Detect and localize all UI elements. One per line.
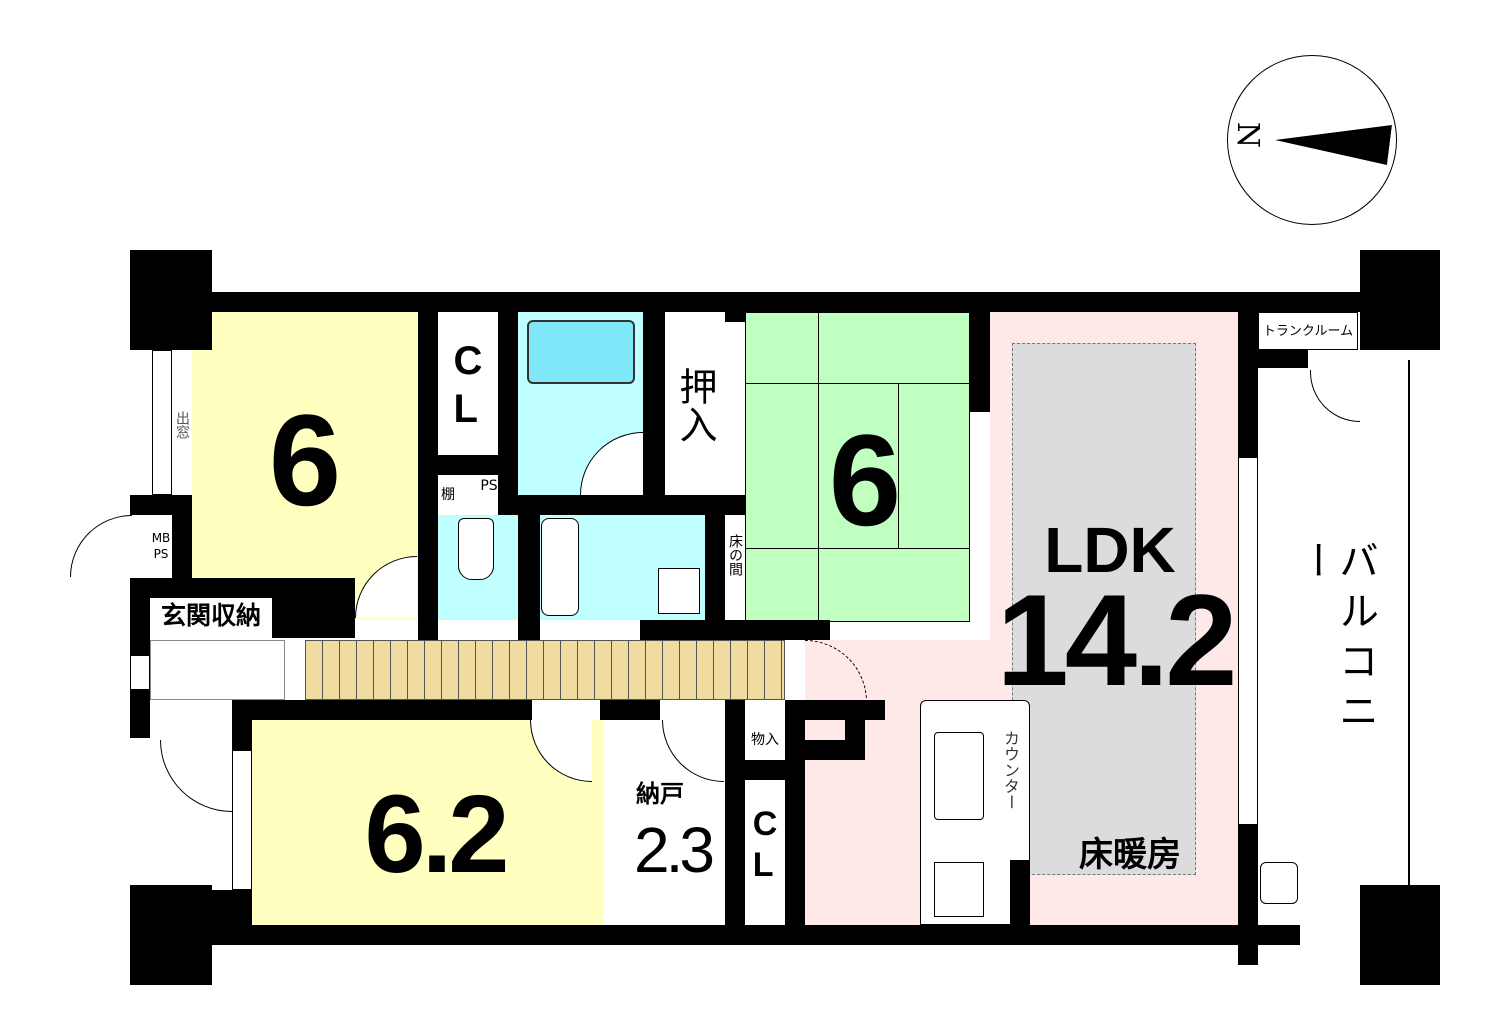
wall	[643, 312, 665, 495]
trunk-room-label: トランクルーム	[1262, 323, 1354, 339]
wall	[785, 700, 805, 925]
window	[1238, 457, 1258, 825]
wall	[640, 620, 830, 640]
bay-window	[152, 350, 172, 495]
ps-label: PS	[480, 478, 498, 494]
western-room-2-size: 6.2	[364, 773, 510, 896]
ps-space	[478, 475, 500, 497]
japanese-room-size: 6	[828, 407, 902, 553]
compass	[1227, 55, 1397, 225]
floor-heating-area	[1012, 343, 1196, 875]
mbps-line2: PS	[153, 547, 169, 561]
stove	[934, 862, 984, 917]
wash-basin	[541, 518, 579, 616]
wall	[725, 312, 745, 322]
wall	[725, 700, 745, 925]
japanese-room	[745, 312, 970, 622]
wall	[172, 515, 192, 578]
bay-window-label: 出窓	[174, 411, 190, 439]
entrance-door[interactable]	[160, 740, 232, 812]
wall	[438, 455, 518, 475]
closet-1-label: C L	[453, 339, 483, 431]
wall	[805, 700, 885, 720]
wall	[805, 740, 865, 760]
entrance-storage-label: 玄関収納	[150, 598, 272, 632]
compass-arrow-icon	[1275, 125, 1393, 165]
wall	[130, 890, 252, 925]
wall	[518, 515, 540, 640]
closet-2-label: C L	[752, 805, 778, 884]
oshiire-closet	[665, 312, 725, 495]
mbps-line1: MB	[151, 531, 171, 545]
tatami-lines	[818, 312, 819, 622]
wall	[600, 700, 660, 720]
entrance	[150, 640, 285, 700]
tokonoma-label: 床の間	[727, 534, 743, 576]
western-room-1-size: 6	[268, 387, 342, 533]
storage-room-size: 2.3	[634, 814, 715, 886]
monoire-closet	[745, 720, 785, 762]
monoire-label: 物入	[751, 732, 779, 748]
balcony-label: バルコニー	[1292, 540, 1378, 740]
floor-heating-label: 床暖房	[1079, 835, 1181, 875]
wall	[272, 598, 355, 638]
wall	[1238, 312, 1258, 457]
toilet	[458, 518, 494, 580]
wall	[498, 495, 745, 515]
window	[130, 655, 150, 690]
mbps-door[interactable]	[70, 515, 132, 577]
wall	[130, 495, 192, 515]
shelf-label: 棚	[441, 487, 455, 503]
bathtub	[527, 320, 635, 384]
storage-room-label: 納戸	[636, 780, 684, 808]
balcony-sink	[1260, 862, 1298, 904]
compass-north-label: N	[1230, 121, 1265, 149]
shelf	[438, 475, 458, 515]
wall	[1360, 885, 1440, 985]
wall	[1238, 825, 1258, 965]
washing-machine-pan	[658, 568, 700, 614]
wall	[970, 312, 990, 412]
tatami-line	[898, 383, 899, 548]
window	[232, 750, 252, 890]
balcony	[1258, 360, 1410, 935]
wall	[232, 700, 532, 720]
wall	[130, 578, 355, 598]
ldk-label: LDK	[1044, 514, 1176, 586]
tokonoma	[725, 515, 745, 595]
trunk-room	[1258, 312, 1358, 350]
counter-label: カウンター	[1001, 730, 1020, 810]
wall	[498, 312, 518, 495]
tatami-line	[745, 548, 970, 549]
wall	[232, 720, 252, 750]
wall	[418, 312, 438, 640]
closet-2	[745, 780, 785, 925]
kitchen-sink	[934, 732, 984, 820]
mbps-label: MB PS	[150, 530, 172, 562]
wall	[705, 515, 725, 640]
wall	[130, 292, 1440, 312]
wall	[1258, 350, 1308, 368]
wall	[1010, 860, 1030, 925]
corridor	[305, 640, 785, 700]
ldk-size: 14.2	[996, 567, 1237, 713]
oshiire-label: 押入	[673, 367, 717, 443]
tatami-line	[745, 383, 970, 384]
mbps-space	[150, 515, 172, 577]
wall	[130, 925, 1300, 945]
